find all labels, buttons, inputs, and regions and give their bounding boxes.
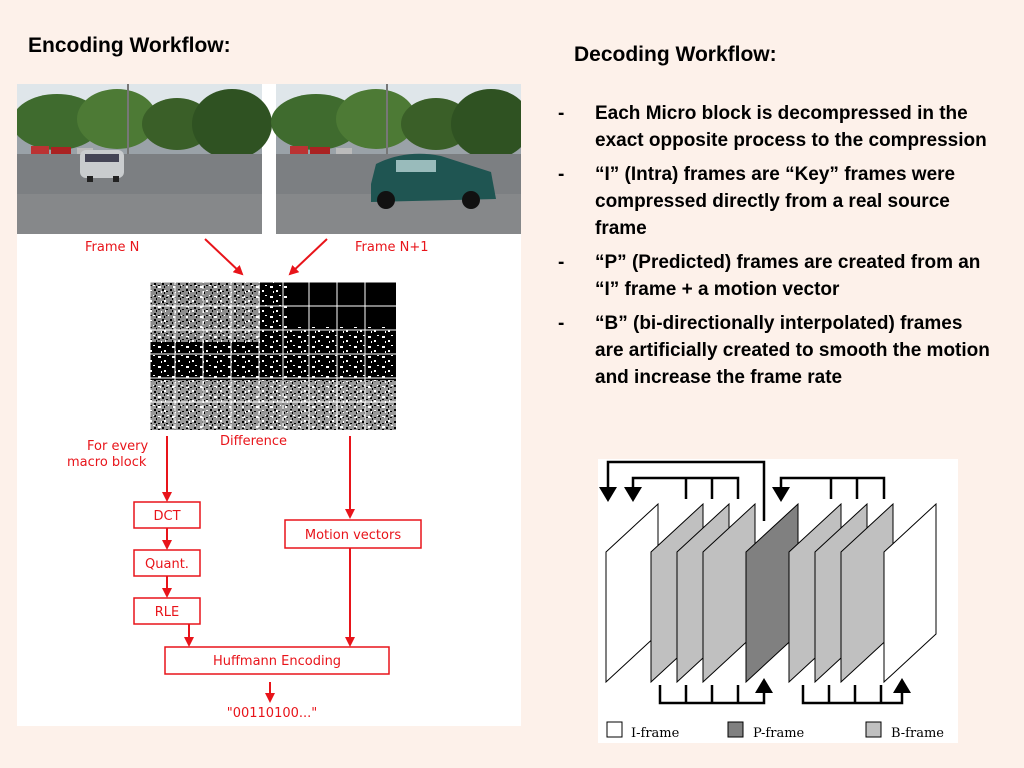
bullet-marker: - — [558, 313, 565, 334]
i-frame-1 — [605, 502, 659, 684]
frame-n-plus-1-arrow — [288, 238, 328, 276]
legend-p-frame-label: P-frame — [753, 726, 805, 741]
bullet-i-frames: - “I” (Intra) frames are “Key” frames wer… — [556, 161, 996, 242]
output-bitstream-label: "00110100..." — [227, 706, 318, 721]
motion-vectors-label: Motion vectors — [305, 528, 401, 543]
bullet-marker: - — [558, 164, 565, 185]
encoding-workflow-title: Encoding Workflow: — [28, 34, 231, 57]
bullet-text: “B” (bi-directionally interpolated) fram… — [595, 313, 990, 388]
rle-label: RLE — [155, 605, 180, 620]
frame-n-arrow — [204, 238, 244, 276]
huffman-box — [164, 646, 390, 675]
encoding-diagram: Frame N Frame N+1 — [17, 84, 521, 726]
quant-label: Quant. — [145, 557, 189, 572]
decoding-bullet-list: - Each Micro block is decompressed in the… — [556, 100, 996, 398]
decoding-workflow-title: Decoding Workflow: — [574, 43, 777, 66]
rle-box — [133, 597, 201, 625]
difference-image — [149, 281, 396, 430]
legend-p-frame-swatch — [727, 721, 744, 738]
frame-n-label: Frame N — [85, 240, 139, 255]
i-frame-2 — [883, 502, 937, 684]
dct-label: DCT — [153, 509, 180, 524]
bullet-macro-block: - Each Micro block is decompressed in the… — [556, 100, 996, 154]
legend-i-frame-swatch — [606, 721, 623, 738]
frame-n-plus-1-photo — [271, 84, 521, 234]
bullet-b-frames: - “B” (bi-directionally interpolated) fra… — [556, 310, 996, 391]
frame-n-photo — [17, 84, 272, 234]
frame-n-plus-1-label: Frame N+1 — [355, 240, 429, 255]
motion-vectors-box — [284, 519, 422, 549]
bullet-marker: - — [558, 252, 565, 273]
difference-label: Difference — [220, 434, 287, 449]
bullet-text: Each Micro block is decompressed in the … — [595, 103, 987, 151]
frame-sequence-diagram: I-frame P-frame B-frame — [598, 459, 958, 743]
arrow-heads — [599, 487, 911, 693]
legend-i-frame-label: I-frame — [631, 726, 680, 741]
bullet-text: “I” (Intra) frames are “Key” frames were… — [595, 164, 956, 239]
legend-b-frame-swatch — [865, 721, 882, 738]
macro-block-label-line1: For every — [87, 439, 148, 454]
macro-block-label-line2: macro block — [67, 455, 147, 470]
huffman-label: Huffmann Encoding — [213, 654, 341, 669]
bullet-marker: - — [558, 103, 565, 124]
legend-b-frame-label: B-frame — [891, 726, 944, 741]
bullet-text: “P” (Predicted) frames are created from … — [595, 252, 981, 300]
bullet-p-frames: - “P” (Predicted) frames are created from… — [556, 249, 996, 303]
